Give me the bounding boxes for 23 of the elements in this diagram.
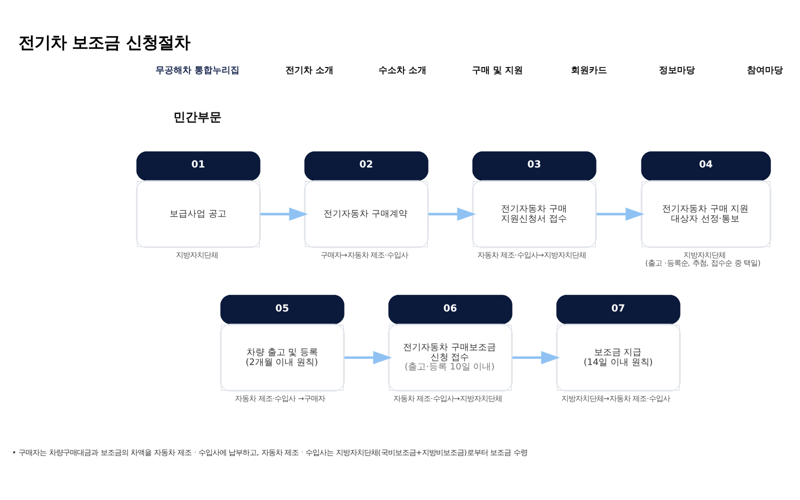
label: 참여마당	[747, 66, 784, 76]
label: 구매 및 지원	[472, 66, 524, 76]
label: • 구매자는 차량구매대금과 보조금의 차액을 자동차 제조ㆍ수입사에 납부하고, 자동차 제조ㆍ수입사는 지방자치단체(국비보조금+지방비보조금)로부터 보조금 수령	[12, 448, 528, 457]
arrow	[344, 351, 392, 364]
node-label: 구매자→자동차 제조·수입사	[320, 250, 408, 260]
node-label: 지방자치단체	[684, 250, 726, 260]
node-label: 자동차 제조·수입사→지방자치단체	[393, 394, 502, 404]
arrow	[596, 208, 644, 221]
node-label: (출고 ·등록순, 추첨, 접수순 중 택일)	[645, 258, 761, 268]
label: 무공해차 통합누리집	[156, 66, 240, 76]
arrow	[512, 351, 560, 364]
label: 민간부문	[173, 110, 222, 124]
label: 수소차 소개	[378, 66, 427, 76]
node-label: 자동차 제조·수입사 →구매자	[235, 394, 326, 404]
node-label: 지방자치단체	[176, 250, 218, 260]
label: 정보마당	[659, 66, 696, 76]
label: 회원카드	[571, 66, 608, 76]
node-label: 자동차 제조·수입사→지방자치단체	[477, 250, 586, 260]
label: 전기차 소개	[286, 66, 334, 76]
arrow	[260, 208, 308, 221]
node-label: 지방자치단체→자동차 제조·수입사	[561, 394, 670, 404]
diagram-title: 전기차 보조금 신청절차	[18, 32, 190, 52]
arrow	[428, 208, 476, 221]
